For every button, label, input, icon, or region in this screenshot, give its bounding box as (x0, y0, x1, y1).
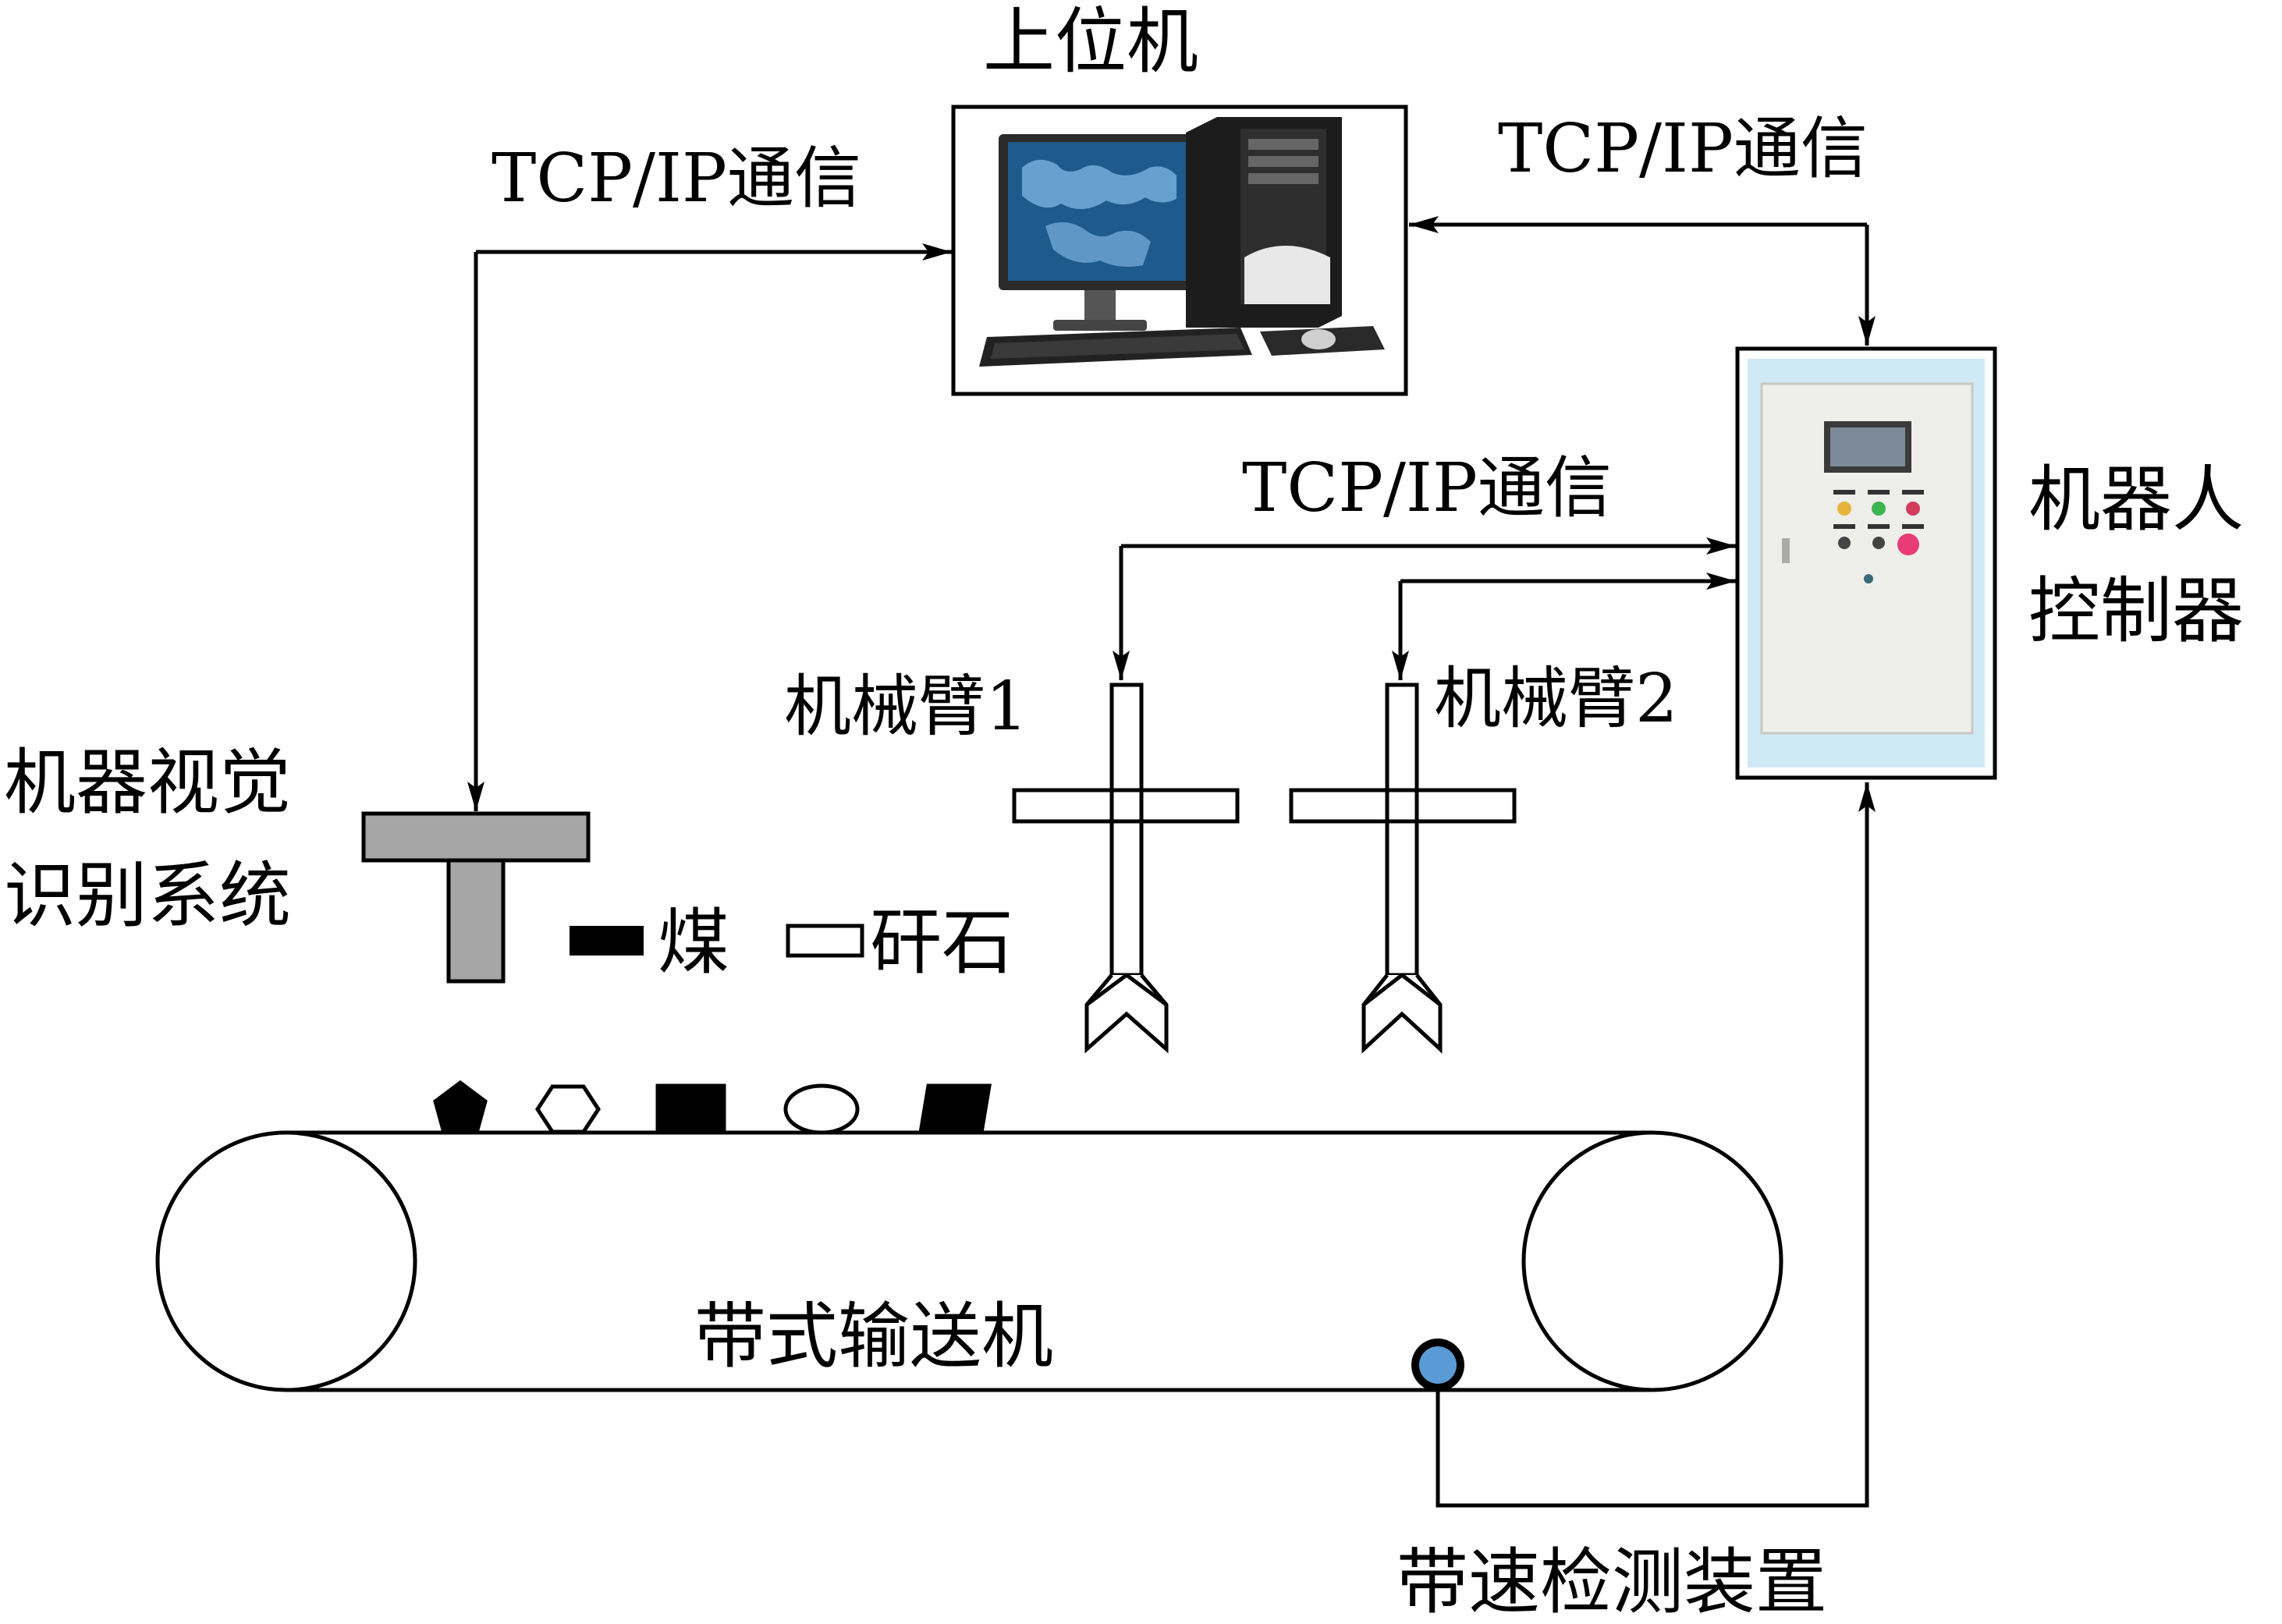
coal-trapezoid (918, 1083, 992, 1135)
vision-camera (361, 811, 591, 984)
control-cabinet-icon (1735, 346, 1997, 780)
arm2-label: 机械臂2 (1434, 660, 1678, 738)
coal-square (655, 1083, 726, 1135)
link-host-controller (1409, 216, 1876, 346)
legend-coal-swatch (570, 926, 644, 956)
speed-detector-label: 带速检测装置 (1397, 1541, 1827, 1624)
robotic-arm-2 (1289, 683, 1517, 1054)
coal-pentagon (433, 1080, 488, 1135)
link-controller-arm1 (1113, 537, 1736, 680)
link-detector-controller (1436, 782, 1876, 1508)
conveyor-label: 带式输送机 (694, 1295, 1053, 1378)
host-computer-label: 上位机 (983, 0, 1198, 83)
gangue-ellipse (783, 1083, 860, 1135)
belt-items (433, 1080, 992, 1135)
link-vision-host (467, 243, 952, 811)
robot-controller-label-line1: 机器人 (2028, 458, 2244, 541)
gangue-hexagon (535, 1084, 601, 1134)
arm1-label: 机械臂1 (784, 668, 1028, 746)
robotic-arm-1 (1012, 683, 1240, 1054)
link-controller-arm2 (1392, 573, 1736, 680)
tcp-label-right: TCP/IP通信 (1498, 110, 1868, 188)
vision-label-line1: 机器视觉 (4, 741, 291, 824)
speed-detector (1411, 1339, 1464, 1392)
belt-conveyor (155, 1130, 1783, 1392)
legend-coal-label: 煤 (658, 901, 729, 984)
host-computer-icon (951, 105, 1408, 396)
legend-gangue-swatch (786, 924, 864, 958)
vision-label-line2: 识别系统 (4, 854, 291, 938)
legend: 煤 矸石 (570, 901, 1013, 984)
tcp-label-middle: TCP/IP通信 (1242, 449, 1612, 527)
tcp-label-left: TCP/IP通信 (492, 140, 861, 218)
robot-controller-label-line2: 控制器 (2028, 569, 2244, 653)
legend-gangue-label: 矸石 (870, 901, 1013, 984)
